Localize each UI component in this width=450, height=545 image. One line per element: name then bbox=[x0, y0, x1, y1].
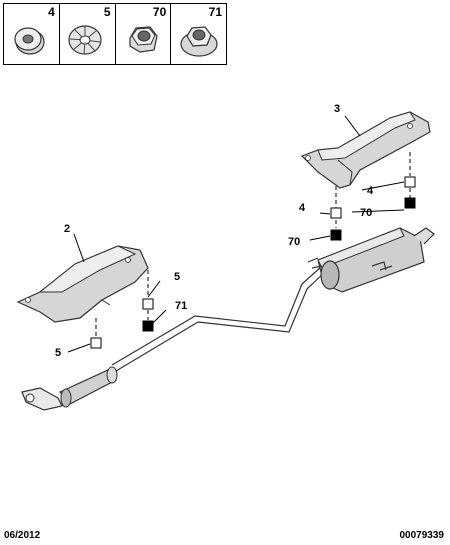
legend-item-flange-nut[interactable]: 71 bbox=[171, 4, 226, 64]
exhaust-pipe bbox=[111, 265, 327, 372]
diagram-reference: 00079339 bbox=[399, 530, 445, 541]
nut-marker bbox=[330, 229, 342, 241]
washer-icon bbox=[14, 27, 45, 55]
washer-marker bbox=[404, 176, 416, 188]
callout-4: 4 bbox=[367, 185, 374, 197]
fastener-markers bbox=[90, 176, 416, 349]
callout-labels: 3 2 4 4 70 70 5 71 5 bbox=[55, 103, 374, 359]
callout-3: 3 bbox=[334, 103, 340, 115]
clip-marker bbox=[142, 298, 154, 310]
parts-legend: 4 5 70 71 bbox=[3, 3, 227, 65]
hex-nut-icon bbox=[128, 26, 158, 53]
legend-ref-number: 4 bbox=[48, 5, 55, 19]
leader-lines bbox=[67, 115, 411, 353]
legend-ref-number: 71 bbox=[208, 5, 222, 19]
callout-70: 70 bbox=[360, 207, 372, 219]
diagram-date: 06/2012 bbox=[4, 530, 41, 541]
flange-nut-marker bbox=[142, 320, 154, 332]
heat-shield-rear bbox=[300, 111, 431, 189]
callout-5: 5 bbox=[55, 347, 61, 359]
callout-70: 70 bbox=[288, 236, 300, 248]
front-silencer bbox=[21, 366, 118, 411]
nut-marker bbox=[404, 197, 416, 209]
legend-ref-number: 5 bbox=[103, 5, 111, 19]
clip-nut-icon bbox=[68, 25, 102, 55]
callout-71: 71 bbox=[175, 300, 187, 312]
legend-item-washer[interactable]: 4 bbox=[4, 4, 60, 64]
flange-nut-icon bbox=[180, 26, 218, 57]
callout-5: 5 bbox=[174, 271, 180, 283]
callout-2: 2 bbox=[64, 223, 70, 235]
clip-marker bbox=[330, 207, 342, 219]
legend-item-clip-nut[interactable]: 5 bbox=[60, 4, 116, 64]
legend-item-hex-nut[interactable]: 70 bbox=[116, 4, 172, 64]
rear-silencer bbox=[307, 227, 435, 293]
callout-4: 4 bbox=[299, 202, 306, 214]
heat-shield-front bbox=[16, 245, 149, 323]
legend-ref-number: 70 bbox=[152, 5, 167, 19]
clip-marker bbox=[90, 337, 102, 349]
